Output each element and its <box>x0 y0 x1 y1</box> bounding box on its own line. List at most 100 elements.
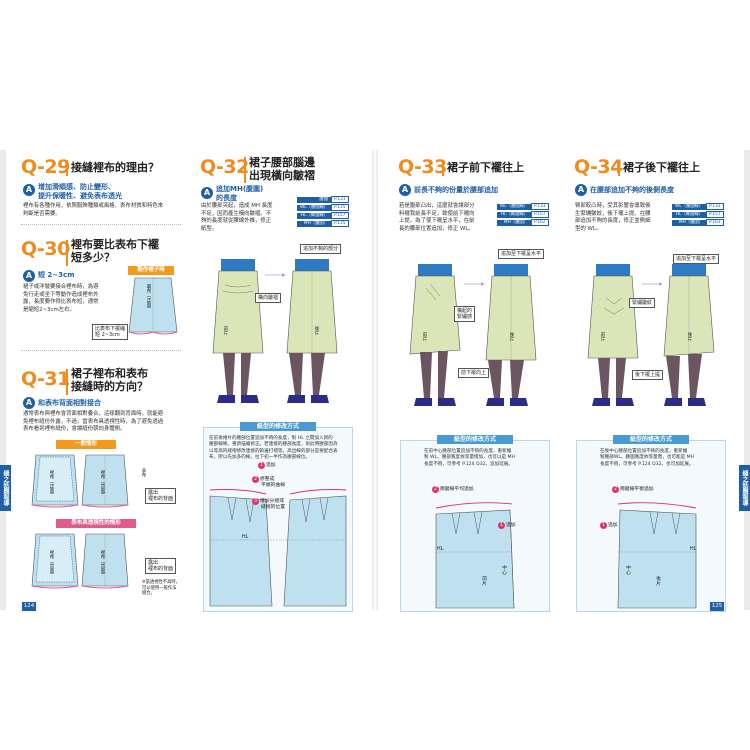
reference-term: MH（腹圍） <box>497 220 531 226</box>
q32-add-callout: 追加不夠的部分 <box>300 244 342 254</box>
q33-title: 裙子前下襬往上 <box>447 161 524 174</box>
q32-method-text: 在前後裙片的腰部位置追加不夠的長度，對 HL 之間加入新的腰部線條。重新描繪修正… <box>209 436 338 460</box>
q31-seam-shown-callout: 露出裡布的背面 <box>145 558 177 574</box>
q31-lining-back-label-2: 裡布（背面） <box>49 550 54 577</box>
q33-wrinkle-callout: 橫起的緊繃感 <box>454 306 476 322</box>
q34-answer-badge: A <box>575 184 587 196</box>
q33-number: Q-33 <box>398 156 447 178</box>
q33-hl-label: HL <box>437 547 444 552</box>
reference-page: P.157 <box>531 211 549 218</box>
q29-title: 接縫裡布的理由？ <box>71 161 159 174</box>
q31-lining-back-label-3: 裡布（背面） <box>100 550 105 577</box>
q32-back-label: 後片 <box>314 326 319 335</box>
q31-answer: 和表布背面相對接合 <box>38 399 101 407</box>
reference-page: P.157 <box>706 211 724 218</box>
reference-row: HL（臀圍線）P.157 <box>297 212 349 219</box>
book-spine <box>372 150 378 610</box>
reference-term: 腰圍 <box>297 197 331 203</box>
q29-answer-badge: A <box>23 184 35 196</box>
q29-answer: 增加滑順感、防止變形、提升保暖性、避免表布透光 <box>38 183 122 200</box>
q34-front-label: 前片 <box>600 332 605 341</box>
q32-number: Q-32 <box>200 156 249 178</box>
reference-term: WL（腰圍線） <box>497 204 531 210</box>
q31-title: 裙子裡布和表布接縫時的方向？ <box>71 367 148 393</box>
q30-skirt-label: 裏布（正面） <box>146 284 151 311</box>
q30-separator <box>21 350 181 351</box>
q31-divider <box>66 369 68 395</box>
q30-number: Q-30 <box>21 238 70 260</box>
q34-figure-illustration <box>587 264 715 406</box>
q34-divider <box>618 160 620 176</box>
q34-center-label: 中心 <box>625 565 630 575</box>
reference-page: P.135 <box>331 204 349 211</box>
q32-method-title: 紙型的修改方式 <box>240 422 316 431</box>
q29-separator <box>21 224 181 225</box>
q29-body: 裡布有各種作用，依照服飾種類或風格、表布材質和特色來判斷是否需要。 <box>23 203 164 217</box>
reference-page: P.163 <box>706 219 724 226</box>
q29-divider <box>66 160 68 176</box>
q33-front2-label: 前片 <box>481 576 486 586</box>
q30-skirt-illustration <box>128 277 178 335</box>
q33-center-label: 中心 <box>501 565 506 575</box>
q31-normal-illustration <box>31 454 129 508</box>
q33-method-title: 紙型的修改方式 <box>437 435 513 444</box>
reference-row: MH（腹圍）P.163 <box>672 219 724 226</box>
q33-figure-illustration <box>409 264 537 406</box>
left-page-number: 124 <box>22 602 36 611</box>
q30-body: 裙子或洋裝要接合裡布時，為避免行走或坐下等動作造成裡布外 露，長度要作得比表布短… <box>23 284 99 313</box>
q32-pattern-diagram <box>209 489 347 607</box>
q30-answer-badge: A <box>23 270 35 282</box>
reference-page: P.162 <box>531 219 549 226</box>
reference-term: HL（臀圍線） <box>497 212 531 218</box>
reference-row: WL（腰圍線）P.133 <box>672 203 724 210</box>
q32-front-label: 前片 <box>223 326 228 335</box>
q34-hl-label: HL <box>690 547 697 552</box>
q31-answer-badge: A <box>23 397 35 409</box>
reference-page: P.133 <box>531 203 549 210</box>
q34-method-text: 在後中心腰部位置追加不夠的長度，重新繪製腰部WL。腰圍寬度依等量而，也可能是 M… <box>600 449 695 467</box>
reference-term: HL（臀圍線） <box>297 213 331 219</box>
q34-up-callout: 後下襬上提 <box>632 370 664 380</box>
q30-tag: 製作裙子時 <box>128 266 174 275</box>
q33-answer-badge: A <box>399 184 411 196</box>
reference-row: HL（臀圍線）P.157 <box>672 211 724 218</box>
q34-method-title: 紙型的修改方式 <box>613 435 689 444</box>
q31-note: ※當透視性不高時，可以使用一般作法縫合。 <box>142 580 180 596</box>
q30-answer: 短 2~3cm <box>38 271 75 279</box>
q33-answer: 前長不夠的份量於腰部追加 <box>414 186 498 194</box>
q34-hem-callout: 追加至下襬呈水平 <box>673 254 720 264</box>
q32-divider <box>244 157 246 183</box>
left-page-edge <box>0 150 6 610</box>
right-page-edge <box>744 150 750 610</box>
q34-wrinkle-callout: 緊繃皺紋 <box>629 298 656 308</box>
q34-answer: 在腰部追加不夠的後側長度 <box>590 186 674 194</box>
q32-title: 裙子腰部腦邊出現橫向皺褶 <box>249 156 315 182</box>
q33-method-text: 在前中心腰部位置追加不夠的長度，重新繪製 WL。腰部寬度依等量增加，也可以是 M… <box>424 449 515 467</box>
q30-callout: 比表布下襬縮短 2~3cm <box>92 324 129 340</box>
q31-transparent-illustration <box>31 533 129 589</box>
q34-back2-label: 後片 <box>655 576 660 586</box>
q33-back-label: 後片 <box>509 332 514 341</box>
left-side-tab: 縫之話題報導 <box>0 465 11 511</box>
q32-figure-illustration <box>212 259 338 403</box>
q33-divider <box>442 160 444 176</box>
q33-pattern-diagram <box>435 502 515 609</box>
q30-title: 裡布要比表布下襬短多少？ <box>71 238 159 264</box>
q31-lining-front-label: 裡布（正面） <box>49 470 54 497</box>
reference-row: WL（腰圍線）P.133 <box>497 203 549 210</box>
q34-pattern-diagram <box>617 502 697 609</box>
q34-title: 裙子後下襬往上 <box>623 161 700 174</box>
q31-tag-normal: 一般情形 <box>56 440 116 449</box>
q32-hl-label: HL <box>242 535 249 540</box>
reference-row: WL（腰圍線）P.135 <box>297 204 349 211</box>
reference-term: WL（腰圍線） <box>297 205 331 211</box>
q31-shell-label: 表布 <box>141 468 146 477</box>
q31-lining-back-label-1: 裡布（背面） <box>100 470 105 497</box>
reference-term: MH（腹圍） <box>672 220 706 226</box>
